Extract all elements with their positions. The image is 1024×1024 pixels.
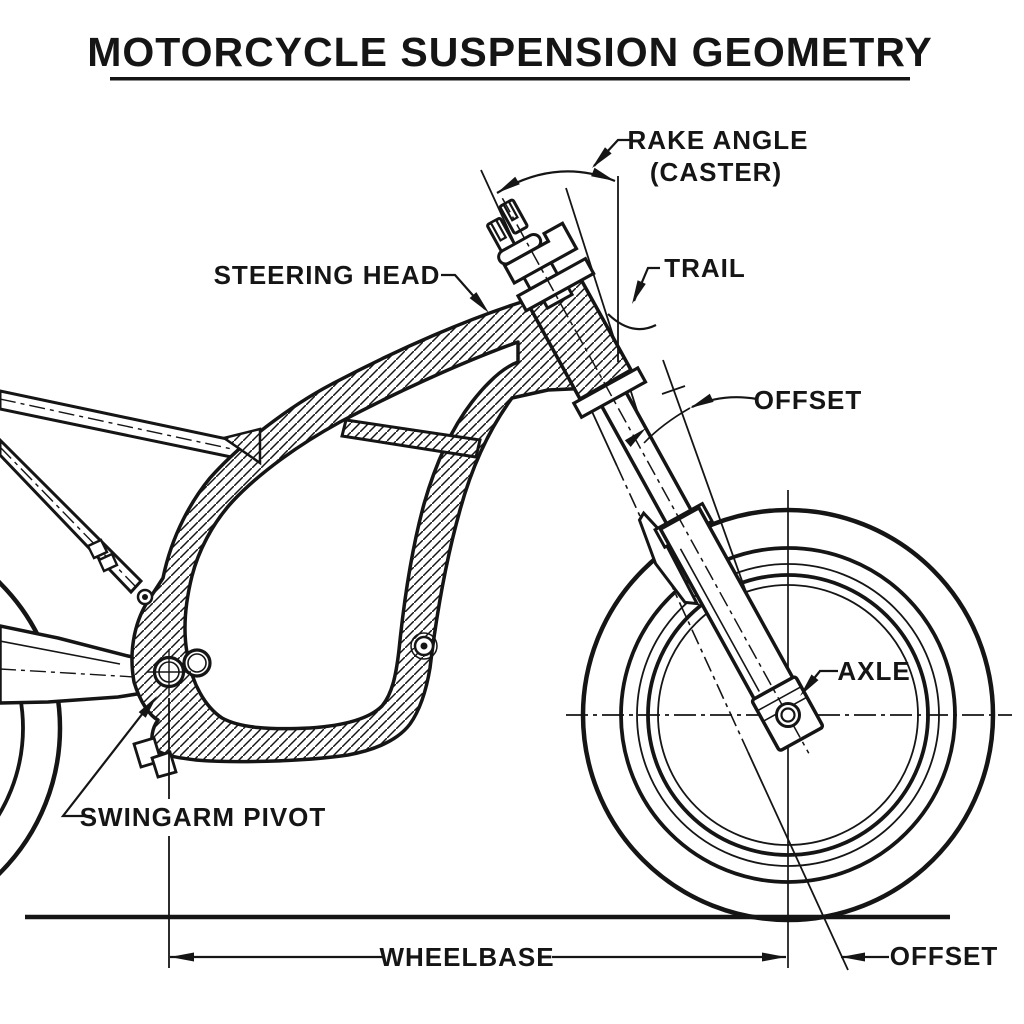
- offset-arrow-low: [624, 428, 646, 447]
- axle-label: AXLE: [837, 656, 910, 686]
- steering-head-label: STEERING HEAD: [214, 260, 441, 290]
- frame-loop: [130, 298, 594, 764]
- axis-companion-line: [565, 187, 649, 446]
- subframe-centerline: [0, 398, 233, 450]
- rake-arc-arrow-left: [497, 176, 520, 193]
- swingarm-inner-line: [0, 640, 121, 665]
- wheelbase-label: WHEELBASE: [379, 942, 554, 972]
- offset-arrow-bottom: [841, 952, 865, 962]
- seat-tube-tab: [86, 538, 109, 560]
- axle-arrow: [800, 674, 819, 696]
- front-fork: [486, 197, 825, 754]
- caster-label: (CASTER): [650, 157, 782, 187]
- offset-trail-label: OFFSET: [890, 941, 999, 971]
- frame-brace: [340, 418, 482, 459]
- steering-axis-line-ground: [747, 751, 849, 971]
- seat-tube: [0, 437, 144, 595]
- wheelbase-arrow-left: [170, 952, 194, 962]
- subframe-gusset: [221, 427, 262, 466]
- top-triple-clamp: [502, 221, 579, 286]
- rear-tire-outline: [0, 579, 63, 877]
- rake-arc-arrow-right: [591, 167, 615, 181]
- offset-tick: [661, 385, 686, 395]
- rake-angle-label: RAKE ANGLE: [628, 125, 809, 155]
- trail-label: TRAIL: [664, 253, 746, 283]
- labels: MOTORCYCLE SUSPENSION GEOMETRY RAKE ANGL…: [80, 29, 999, 972]
- offset-leader-tail: [643, 407, 691, 444]
- swingarm-centerline: [0, 668, 153, 679]
- wheelbase-arrow-right: [762, 952, 786, 962]
- trail-leader-arrow: [632, 280, 646, 304]
- pivot-tab2: [150, 750, 178, 779]
- arc-arrowheads: [497, 167, 615, 193]
- seat-tube-tab2: [97, 552, 119, 573]
- frame: [130, 271, 634, 779]
- trail-arc: [607, 313, 657, 331]
- rear-section: [0, 389, 241, 877]
- offset-fork-label: OFFSET: [754, 385, 863, 415]
- rear-tire-inner: [0, 639, 25, 817]
- steering-axis-line-mid: [616, 465, 749, 753]
- swingarm-pivot-label: SWINGARM PIVOT: [80, 802, 327, 832]
- leader-arrowheads: [138, 147, 819, 718]
- swingarm-pivot-leader: [60, 703, 151, 818]
- head-top-flange: [515, 256, 596, 313]
- dimension-arrowheads: [170, 952, 865, 962]
- fender-stay: [637, 510, 700, 606]
- swingarm-pivot-arrow: [138, 696, 157, 718]
- rake-leader-arrow: [592, 147, 612, 168]
- title-underline: [110, 77, 910, 81]
- offset-arrow: [690, 393, 714, 408]
- page-title: MOTORCYCLE SUSPENSION GEOMETRY: [87, 29, 933, 75]
- steering-head-arrow: [469, 292, 489, 313]
- fork-centerline: [501, 197, 810, 754]
